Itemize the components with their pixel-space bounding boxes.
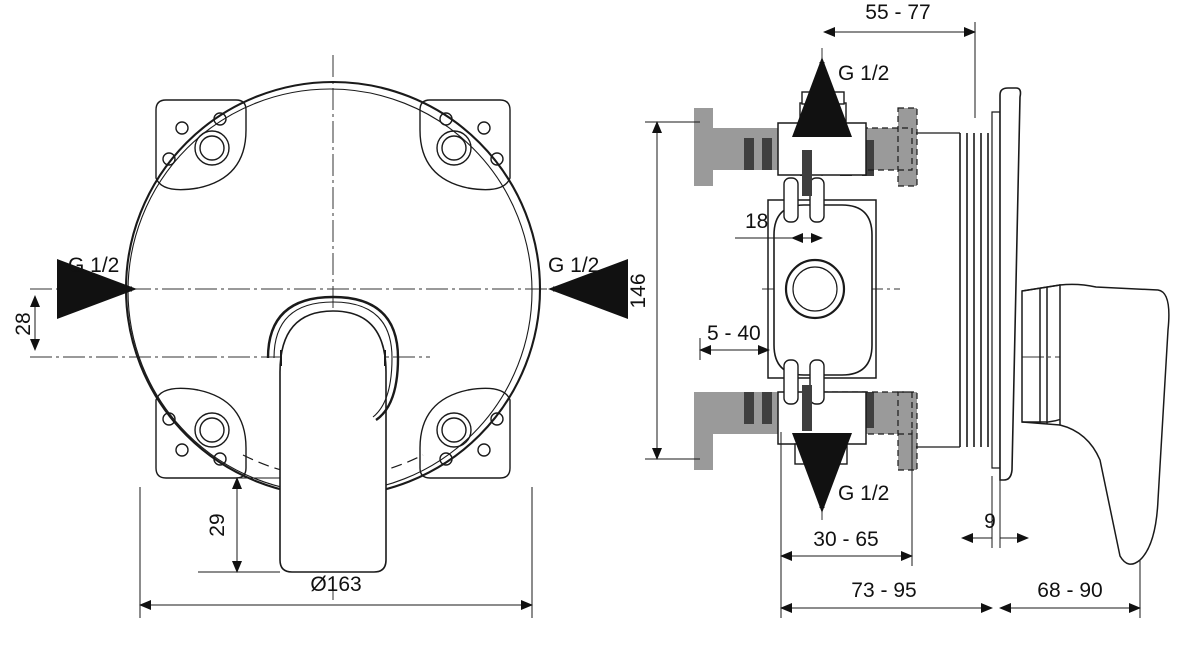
- bellows-sleeve: [916, 132, 989, 448]
- label-g-half-top: G 1/2: [838, 62, 889, 85]
- dimension-30-65: [780, 430, 913, 566]
- dimension-9: [961, 476, 1029, 548]
- dimension-68-90-text: 68 - 90: [1037, 579, 1102, 602]
- dimension-73-95: [780, 432, 993, 618]
- left-flange-top: [694, 108, 713, 186]
- label-g-half-left: G 1/2: [68, 254, 119, 277]
- label-g-half-right: G 1/2: [548, 254, 599, 277]
- cartridge-nut: [784, 258, 846, 320]
- dimension-55-77: [823, 22, 976, 118]
- dimension-73-95-text: 73 - 95: [851, 579, 916, 602]
- dimension-29-text: 29: [206, 513, 229, 536]
- dimension-30-65-text: 30 - 65: [813, 528, 878, 551]
- dimension-diameter-text: Ø163: [310, 573, 361, 596]
- right-flange-bottom: [898, 392, 917, 470]
- dimension-146: [645, 121, 700, 460]
- dimension-diameter: [139, 487, 533, 618]
- front-view: G 1/2 G 1/2 28 29 Ø163: [12, 55, 628, 618]
- dimension-29: [198, 477, 280, 573]
- dimension-9-text: 9: [984, 510, 996, 533]
- escutcheon-plate-side: [991, 87, 1022, 481]
- dimension-28-text: 28: [12, 312, 35, 335]
- label-g-half-bottom: G 1/2: [838, 482, 889, 505]
- lever-handle-front: [266, 295, 400, 573]
- dimension-5-40: [699, 338, 770, 360]
- body-slots: [783, 177, 825, 405]
- left-flange-bottom: [694, 392, 713, 470]
- right-flange-top: [898, 108, 917, 186]
- bottom-outlet: [794, 443, 848, 465]
- body-slot-fills: [802, 150, 812, 431]
- dimension-5-40-text: 5 - 40: [707, 322, 761, 345]
- bracket-bottom-right: [419, 387, 511, 479]
- dimension-68-90: [999, 560, 1141, 618]
- dimension-55-77-text: 55 - 77: [865, 1, 930, 24]
- lever-handle-side: [1021, 283, 1170, 565]
- dimension-18-text: 18: [745, 210, 768, 233]
- dimension-146-text: 146: [627, 273, 650, 308]
- section-view: 55 - 77 G 1/2 G 1/2 146 18 5 - 40: [627, 1, 1170, 618]
